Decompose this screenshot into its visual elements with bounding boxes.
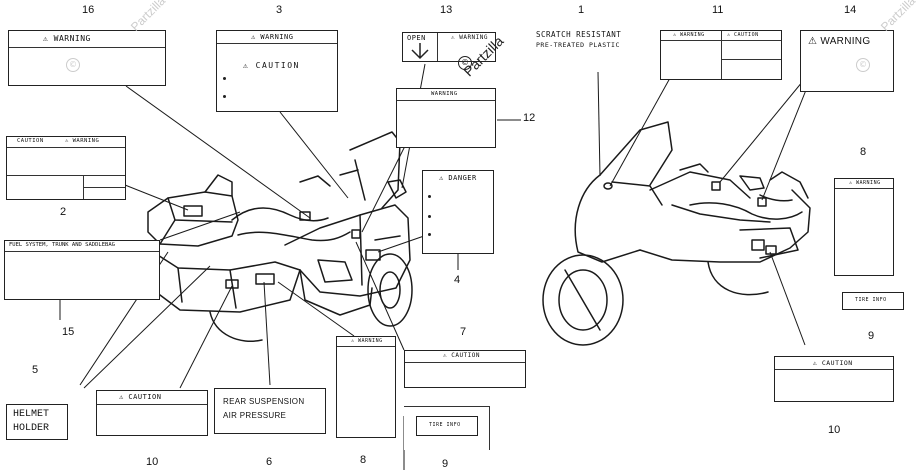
- label-3-warning-caution: ⚠ WARNING ⚠ CAUTION: [216, 30, 338, 112]
- label-8-left-warning: ⚠ WARNING: [336, 336, 396, 438]
- label-1-line2: PRE-TREATED PLASTIC: [536, 41, 620, 49]
- label-2-rule3: [83, 187, 125, 188]
- label-3-rule: [217, 43, 337, 44]
- label-16-warning: ⚠ WARNING: [8, 30, 166, 86]
- label-4-dot: [428, 233, 431, 236]
- callout-4: 4: [454, 274, 461, 286]
- label-15-rule: [5, 251, 159, 252]
- right-motorcycle-drawing: [542, 121, 811, 346]
- callout-9-left: 9: [442, 458, 449, 470]
- label-8-right-warning: ⚠ WARNING: [834, 178, 894, 276]
- label-10-left-header: ⚠ CAUTION: [119, 393, 162, 401]
- label-13-open: OPEN ⚠ WARNING: [402, 32, 496, 62]
- label-9-right-tire: TIRE INFO: [842, 292, 904, 310]
- label-2-caution: CAUTION ⚠ WARNING: [6, 136, 126, 200]
- label-4-header: ⚠ DANGER: [439, 174, 477, 182]
- label-11-header-a: ⚠ WARNING: [673, 32, 705, 38]
- label-8-right-header: ⚠ WARNING: [849, 180, 881, 186]
- label-12-rule: [397, 100, 495, 101]
- label-4-dot: [428, 215, 431, 218]
- label-11-divider: [721, 31, 722, 79]
- label-7-rule: [405, 362, 525, 363]
- callout-2: 2: [60, 206, 67, 218]
- label-6-line1: REAR SUSPENSION: [223, 397, 305, 406]
- label-8-right-rule: [835, 188, 893, 189]
- label-14-warning: ⚠ WARNING: [800, 30, 894, 92]
- label-10-left-rule: [97, 404, 207, 405]
- label-14-header: ⚠ WARNING: [808, 36, 871, 47]
- label-9-left-tire: TIRE INFO: [416, 416, 478, 436]
- label-9-left-text: TIRE INFO: [429, 422, 461, 428]
- label-2-header-b: ⚠ WARNING: [65, 138, 100, 144]
- callout-13: 13: [440, 4, 453, 16]
- callout-7: 7: [460, 326, 467, 338]
- label-11-header-b: ⚠ CAUTION: [727, 32, 759, 38]
- label-2-header-a: CAUTION: [17, 138, 44, 144]
- callout-8-left: 8: [360, 454, 367, 466]
- label-2-rule: [7, 147, 125, 148]
- callout-1: 1: [578, 4, 585, 16]
- label-9-left-group: TIRE INFO: [404, 406, 490, 450]
- label-11-rule2: [721, 59, 781, 60]
- label-3-caution: ⚠ CAUTION: [243, 61, 300, 70]
- label-5-helmet-holder: HELMET HOLDER: [6, 404, 68, 440]
- label-3-header: ⚠ WARNING: [251, 33, 294, 41]
- callout-6: 6: [266, 456, 273, 468]
- label-13-warning: ⚠ WARNING: [451, 34, 489, 41]
- label-5-line1: HELMET: [13, 409, 50, 420]
- callout-9-right: 9: [868, 330, 875, 342]
- callout-12: 12: [523, 112, 536, 124]
- label-8-left-header: ⚠ WARNING: [351, 338, 383, 344]
- label-4-dot: [428, 195, 431, 198]
- label-11-warning: ⚠ WARNING ⚠ CAUTION: [660, 30, 782, 80]
- callout-11: 11: [712, 4, 724, 16]
- watermark-copyright-icon: ©: [856, 58, 870, 72]
- label-6-rear-suspension: REAR SUSPENSION AIR PRESSURE: [214, 388, 326, 434]
- arrow-down-icon: [411, 43, 429, 60]
- watermark-copyright-icon: ©: [66, 58, 80, 72]
- label-8-left-rule: [337, 346, 395, 347]
- label-2-rule2: [7, 175, 125, 176]
- label-1-line1: SCRATCH RESISTANT: [536, 30, 622, 39]
- callout-15: 15: [62, 326, 75, 338]
- label-13-divider: [437, 33, 438, 61]
- label-12-warning: WARNING: [396, 88, 496, 148]
- label-10-right-header: ⚠ CAUTION: [813, 359, 853, 367]
- label-6-line2: AIR PRESSURE: [223, 411, 287, 420]
- label-9-left-side: [489, 406, 490, 450]
- label-3-dot: [223, 95, 226, 98]
- label-9-left-top: [404, 406, 490, 407]
- callout-16: 16: [82, 4, 95, 16]
- label-10-right-caution: ⚠ CAUTION: [774, 356, 894, 402]
- label-16-rule: [9, 47, 165, 48]
- label-9-right-group: TIRE INFO: [834, 284, 920, 320]
- label-7-header: ⚠ CAUTION: [443, 352, 481, 359]
- callout-10-right: 10: [828, 424, 841, 436]
- label-13-open-text: OPEN: [407, 34, 426, 42]
- label-16-header: ⚠ WARNING: [43, 34, 91, 43]
- left-motorcycle-drawing: [147, 131, 413, 342]
- label-5-line2: HOLDER: [13, 423, 50, 434]
- callout-5: 5: [32, 364, 39, 376]
- label-15-trunk: FUEL SYSTEM, TRUNK AND SADDLEBAG: [4, 240, 160, 300]
- callout-8-right: 8: [860, 146, 867, 158]
- label-3-dot: [223, 77, 226, 80]
- label-4-danger: ⚠ DANGER: [422, 170, 494, 254]
- label-1-scratch-resistant: SCRATCH RESISTANT PRE-TREATED PLASTIC: [536, 30, 640, 54]
- copyright-icon: ©: [458, 56, 472, 70]
- callout-3: 3: [276, 4, 283, 16]
- label-10-left-caution: ⚠ CAUTION: [96, 390, 208, 436]
- label-10-right-rule: [775, 369, 893, 370]
- label-12-header: WARNING: [431, 91, 458, 97]
- label-7-caution: ⚠ CAUTION: [404, 350, 526, 388]
- label-15-header: FUEL SYSTEM, TRUNK AND SADDLEBAG: [9, 242, 115, 248]
- label-9-right-text: TIRE INFO: [855, 297, 887, 303]
- callout-10-left: 10: [146, 456, 159, 468]
- callout-14: 14: [844, 4, 857, 16]
